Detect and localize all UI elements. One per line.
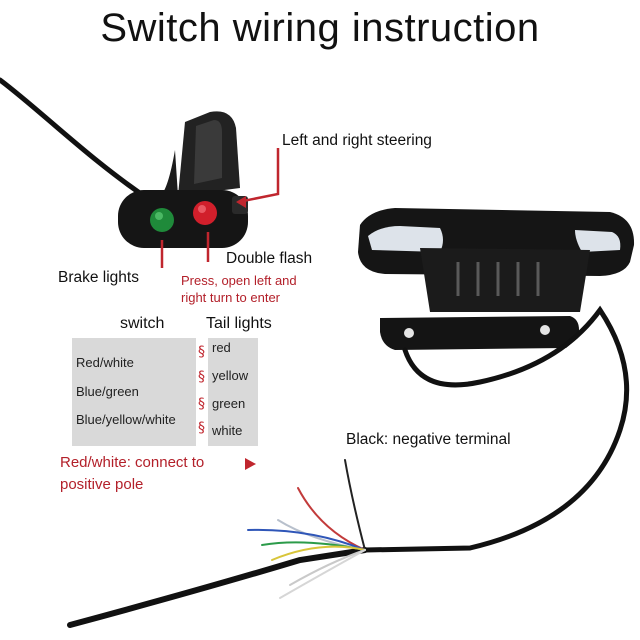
switch-wire-3: Blue/yellow/white — [76, 412, 176, 427]
switch-wire-panel — [72, 338, 196, 446]
tail-wire-2: yellow — [212, 368, 249, 383]
connector-icon: § — [198, 396, 205, 412]
label-positive-1: Red/white: connect to — [60, 454, 205, 471]
label-press-note-1: Press, open left and — [181, 273, 297, 288]
tail-lights-header: Tail lights — [206, 315, 272, 332]
loose-wires — [247, 459, 366, 599]
tail-wire-3: green — [212, 396, 246, 411]
connector-icon: § — [198, 420, 205, 436]
connector-icon: § — [198, 369, 205, 385]
label-double-flash: Double flash — [226, 250, 313, 267]
handlebar-switch — [118, 111, 248, 248]
switch-wire-2: Blue/green — [76, 384, 139, 399]
switch-wire-1: Red/white — [76, 355, 134, 370]
tail-wire-panel — [208, 338, 258, 446]
tail-light — [358, 208, 635, 350]
label-black-negative: Black: negative terminal — [346, 431, 511, 448]
connector-icon: § — [198, 344, 205, 360]
label-brake-lights: Brake lights — [58, 269, 139, 286]
red-button — [193, 201, 217, 225]
page-title: Switch wiring instruction — [100, 6, 540, 50]
green-button — [150, 208, 174, 232]
steering-pointer — [237, 148, 280, 204]
tail-wire-1: red — [212, 340, 231, 355]
switch-header: switch — [120, 315, 165, 332]
harness-cable — [67, 547, 368, 628]
label-left-right-steering: Left and right steering — [282, 132, 432, 149]
label-positive-2: positive pole — [60, 476, 144, 493]
tail-light-cable — [362, 305, 630, 553]
tail-wire-4: white — [212, 423, 243, 438]
positive-arrow-icon — [245, 458, 256, 470]
label-press-note-2: right turn to enter — [181, 290, 280, 305]
switch-cable — [0, 77, 153, 203]
